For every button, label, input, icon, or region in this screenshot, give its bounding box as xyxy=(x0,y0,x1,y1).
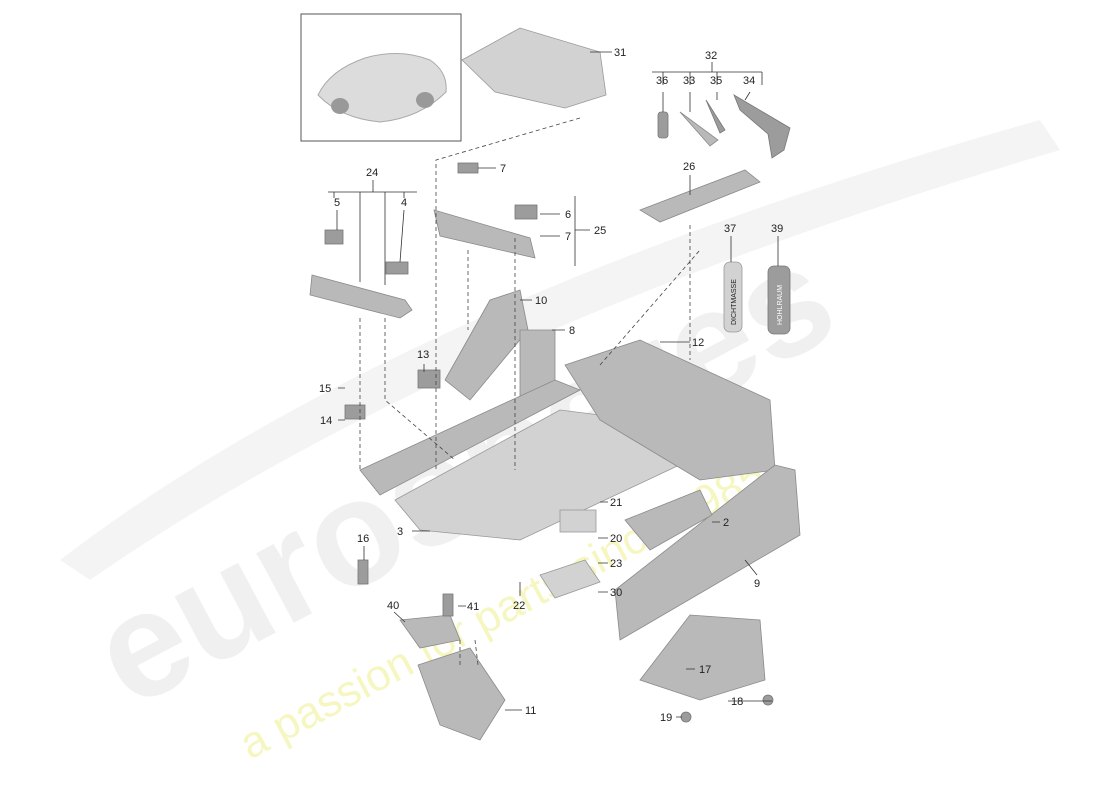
part-37-can xyxy=(723,261,743,333)
label-7a: 7 xyxy=(500,163,506,175)
label-31: 31 xyxy=(614,47,626,59)
part-10 xyxy=(444,289,529,401)
part-20 xyxy=(559,509,597,533)
label-40: 40 xyxy=(387,600,399,612)
part-18 xyxy=(762,694,774,706)
can-39-label: HOHLRAUM xyxy=(777,285,784,325)
label-23: 23 xyxy=(610,558,622,570)
label-22: 22 xyxy=(513,600,525,612)
part-26 xyxy=(639,169,761,223)
part-11 xyxy=(417,647,506,741)
label-7b: 7 xyxy=(565,231,571,243)
part-labels: 31 32 36 33 35 34 24 5 4 7 6 7 25 26 37 … xyxy=(319,47,783,724)
label-25: 25 xyxy=(594,225,606,237)
label-19: 19 xyxy=(660,712,672,724)
label-17: 17 xyxy=(699,664,711,676)
leader-lines xyxy=(328,51,779,718)
label-34: 34 xyxy=(743,75,755,87)
part-13 xyxy=(417,369,441,389)
part-24 xyxy=(309,274,413,319)
part-19 xyxy=(680,711,692,723)
label-39: 39 xyxy=(771,223,783,235)
label-36: 36 xyxy=(656,75,668,87)
label-13: 13 xyxy=(417,349,429,361)
part-9-sill xyxy=(614,464,801,641)
label-33: 33 xyxy=(683,75,695,87)
label-16: 16 xyxy=(357,533,369,545)
label-11: 11 xyxy=(525,705,536,717)
label-21: 21 xyxy=(610,497,622,509)
label-5: 5 xyxy=(334,197,340,209)
label-14: 14 xyxy=(320,415,332,427)
can-37-label: DICHTMASSE xyxy=(731,279,738,325)
label-20: 20 xyxy=(610,533,622,545)
label-41: 41 xyxy=(467,601,479,613)
part-39-can xyxy=(767,265,791,335)
label-6: 6 xyxy=(565,209,571,221)
label-2: 2 xyxy=(723,517,729,529)
car-image xyxy=(317,52,447,123)
label-4: 4 xyxy=(401,197,407,209)
label-35: 35 xyxy=(710,75,722,87)
label-3: 3 xyxy=(397,526,403,538)
part-35 xyxy=(705,99,726,134)
parts: DICHTMASSE HOHLRAUM xyxy=(309,27,801,741)
part-17 xyxy=(639,614,766,701)
sill-left xyxy=(359,379,581,496)
part-41 xyxy=(442,593,454,617)
part-5 xyxy=(324,229,344,245)
part-30 xyxy=(539,559,601,599)
label-15: 15 xyxy=(319,383,331,395)
part-34-gun xyxy=(733,94,791,159)
part-25 xyxy=(433,209,536,259)
label-30: 30 xyxy=(610,587,622,599)
part-36 xyxy=(657,111,669,139)
label-18: 18 xyxy=(731,696,743,708)
label-26: 26 xyxy=(683,161,695,173)
part-31-cover xyxy=(461,27,607,109)
label-8: 8 xyxy=(569,325,575,337)
label-32: 32 xyxy=(705,50,717,62)
part-16 xyxy=(357,559,369,585)
label-12: 12 xyxy=(692,337,704,349)
part-6 xyxy=(514,204,538,220)
part-33 xyxy=(679,111,719,147)
label-37: 37 xyxy=(724,223,736,235)
label-10: 10 xyxy=(535,295,547,307)
label-24: 24 xyxy=(366,167,378,179)
car-thumbnail xyxy=(300,13,462,142)
part-4 xyxy=(385,261,409,275)
part-14 xyxy=(344,404,366,420)
part-2 xyxy=(624,489,713,551)
part-7 xyxy=(457,162,479,174)
label-9: 9 xyxy=(754,578,760,590)
